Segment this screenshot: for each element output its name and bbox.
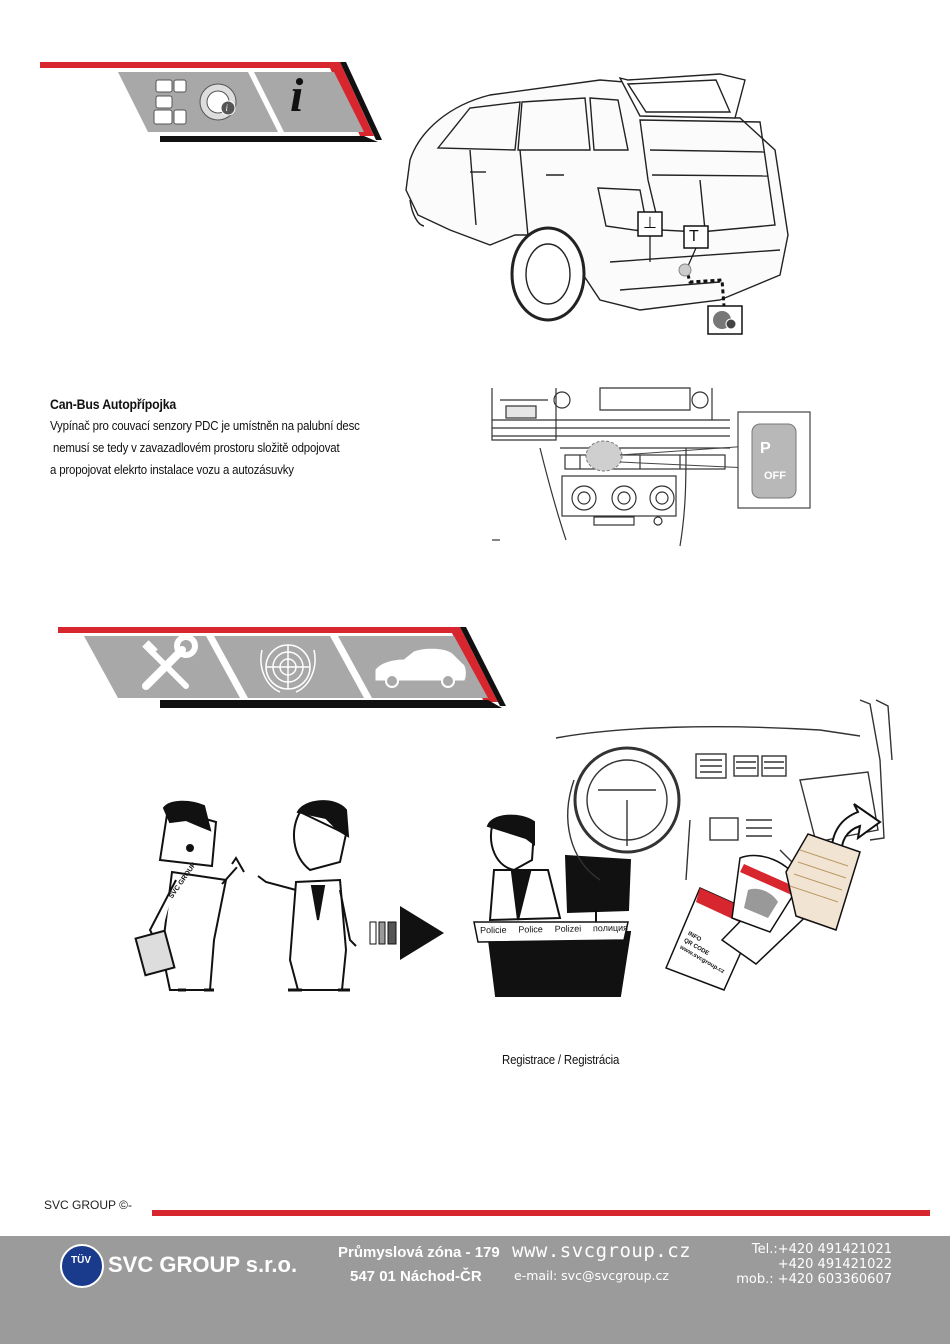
tuv-logo [60, 1244, 104, 1288]
socket-dot [678, 263, 692, 277]
pdc-switch-highlight [585, 440, 623, 472]
wrench-screwdriver-icon [142, 634, 198, 690]
desk-sign-word-1: Policie [479, 924, 507, 936]
dashboard-console-illustration [491, 387, 730, 547]
callout-line-2 [619, 461, 751, 469]
ground-label: ⊥ [643, 215, 657, 232]
canbus-line-2: nemusí se tedy v zavazadlovém prostoru s… [50, 440, 340, 455]
curved-arrow-icon [830, 803, 882, 857]
address-line-1: Průmyslová zóna - 179 [338, 1244, 500, 1261]
address-line-2: 547 01 Náchod-ČR [350, 1268, 482, 1285]
arrow-right-icon [369, 906, 444, 960]
customer-person-illustration [257, 800, 357, 992]
callout-line-1 [619, 445, 751, 456]
registration-documents-illustration [665, 833, 861, 991]
un-emblem-icon [260, 644, 316, 693]
registration-caption: Registrace / Registrácia [502, 1052, 620, 1067]
canbus-line-3: a propojovat elekrto instalace vozu a au… [50, 462, 294, 477]
svc-person-illustration [134, 800, 245, 992]
connector-plug-icon: i [153, 79, 237, 125]
terminal-label: T [689, 228, 699, 245]
footer-red-line [152, 1210, 930, 1216]
copyright-text: SVC GROUP ©- [44, 1198, 132, 1212]
pdc-button-label-off: OFF [764, 470, 786, 482]
socket-module-icon [707, 305, 743, 335]
tel-2: +420 491421022 [777, 1257, 892, 1272]
tuv-logo-text: TÜV [71, 1255, 91, 1266]
tel-1: Tel.:+420 491421021 [751, 1242, 892, 1257]
pdc-button-label-p: P [760, 440, 771, 457]
desk-sign-word-4: полиция [592, 922, 629, 934]
car-sedan-icon [375, 648, 466, 688]
desk-sign-word-2: Police [518, 924, 543, 935]
desk-sign-word-3: Polizei [554, 923, 582, 934]
car-ground-marker [637, 211, 663, 262]
info-glyph: i [290, 69, 304, 122]
mobile: mob.: +420 603360607 [736, 1272, 892, 1287]
canbus-line-1: Vypínač pro couvací senzory PDC je umíst… [50, 418, 360, 433]
email-link[interactable]: e-mail: svc@svcgroup.cz [514, 1268, 669, 1283]
pdc-off-button [751, 423, 797, 499]
car-rear-illustration [405, 73, 789, 322]
svg-text:i: i [226, 103, 229, 113]
police-officer-illustration [486, 814, 632, 997]
company-name: SVC GROUP s.r.o. [108, 1252, 298, 1277]
canbus-title: Can-Bus Autopřípojka [50, 396, 177, 412]
police-desk-sign [473, 921, 629, 943]
website-link[interactable]: www.svcgroup.cz [512, 1240, 692, 1262]
car-terminal-marker [683, 225, 709, 267]
footer-bar [0, 1236, 950, 1344]
